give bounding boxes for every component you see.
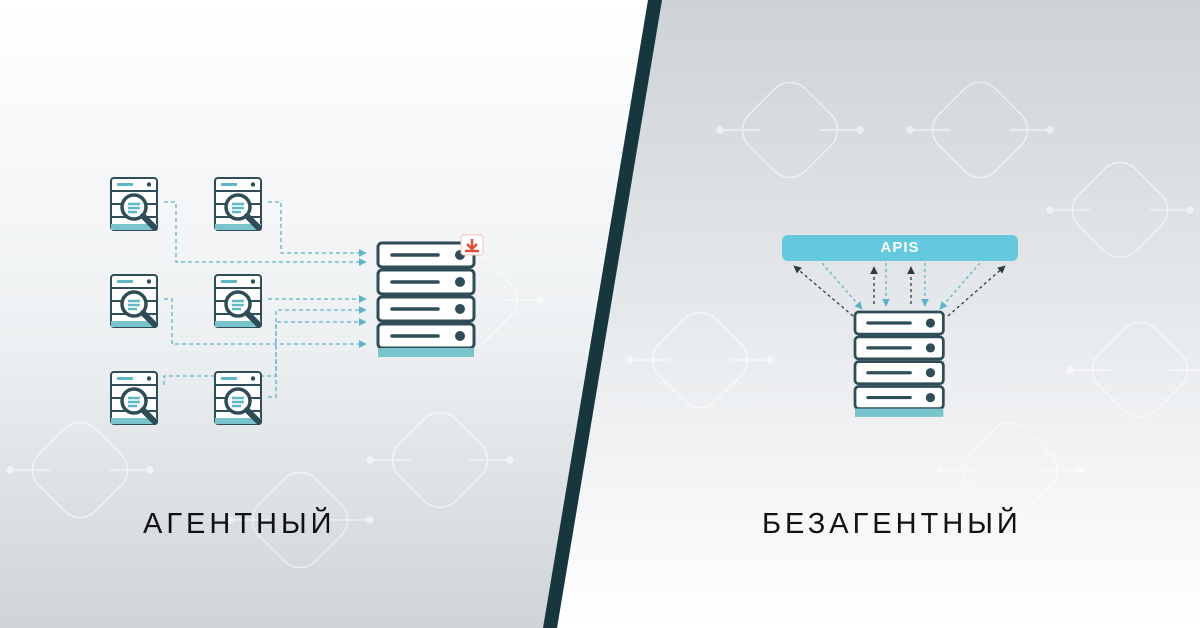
right-arrows-dark <box>793 265 1006 317</box>
agent-server-3-icon <box>111 275 157 327</box>
agentless-server-stack-icon <box>853 310 945 419</box>
apis-bar <box>782 235 1018 261</box>
agent-server-2-icon <box>215 178 261 230</box>
agent-server-6-icon <box>215 372 261 424</box>
left-panel-background <box>0 0 652 628</box>
apis-label: APIS <box>880 239 920 256</box>
download-icon <box>460 234 484 256</box>
divider <box>543 0 662 628</box>
central-server-stack-icon <box>376 241 476 359</box>
agent-server-5-icon <box>111 372 157 424</box>
right-arrows-light <box>821 262 981 310</box>
agent-server-1-icon <box>111 178 157 230</box>
agent-caption: АГЕНТНЫЙ <box>143 508 336 540</box>
agentless-caption: БЕЗАГЕНТНЫЙ <box>762 508 1022 540</box>
left-arrows <box>163 201 367 398</box>
agent-server-4-icon <box>215 275 261 327</box>
